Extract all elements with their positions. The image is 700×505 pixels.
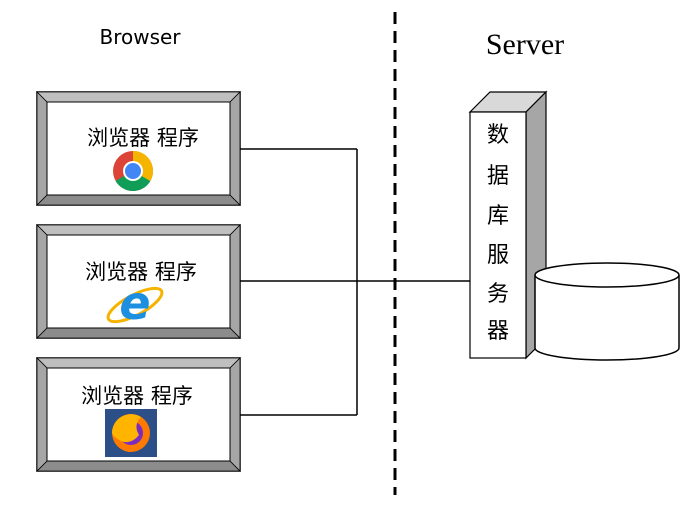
client-2-label: 浏览器 程序 [85, 260, 197, 284]
server-title: Server [486, 28, 564, 61]
server-char-6: 器 [487, 319, 509, 344]
internet-explorer-icon: e [106, 276, 164, 330]
server-char-1: 数 [487, 123, 509, 148]
chrome-icon [113, 151, 153, 191]
browser-title: Browser [99, 25, 181, 49]
browser-client-3: 浏览器 程序 [36, 357, 241, 472]
server-char-5: 务 [487, 282, 509, 307]
browser-client-1: 浏览器 程序 [36, 91, 241, 206]
client-3-label: 浏览器 程序 [81, 384, 193, 408]
server-char-3: 库 [487, 204, 509, 229]
client-1-label: 浏览器 程序 [87, 126, 199, 150]
database-server-tower: 数 据 库 服 务 器 [468, 90, 548, 360]
firefox-icon [105, 409, 157, 457]
connection-lines [240, 148, 470, 416]
server-char-4: 服 [487, 243, 509, 268]
svg-text:e: e [119, 276, 150, 330]
database-cylinder-icon [534, 262, 680, 361]
server-char-2: 据 [487, 164, 509, 189]
browser-client-2: 浏览器 程序 e [36, 224, 241, 339]
